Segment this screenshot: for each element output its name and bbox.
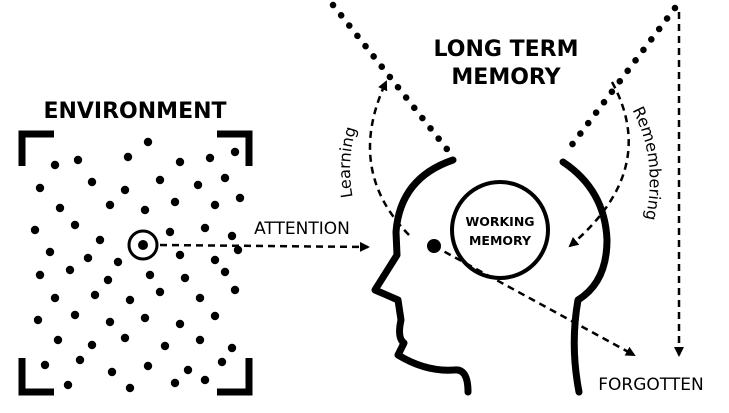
environment-dot	[63, 380, 73, 390]
environment-dot	[40, 360, 50, 370]
forgotten-label: FORGOTTEN	[598, 375, 703, 395]
environment-dot	[87, 340, 97, 350]
environment-dot	[165, 227, 175, 237]
environment-dot	[200, 375, 210, 385]
long-term-memory-beams	[329, 1, 679, 157]
environment-dot	[195, 335, 205, 345]
environment-dot	[183, 365, 193, 375]
environment-dot	[45, 247, 55, 257]
environment-dot	[175, 157, 185, 167]
environment-dot	[143, 137, 153, 147]
working-memory-label-line1: WORKING	[465, 214, 534, 229]
environment-dot	[205, 153, 215, 163]
focus-dot	[138, 240, 148, 250]
environment-dot	[170, 197, 180, 207]
environment-dot	[125, 383, 135, 393]
environment-dot	[210, 200, 220, 210]
environment-dot	[195, 293, 205, 303]
environment-dot	[35, 183, 45, 193]
environment-dot	[143, 361, 153, 371]
environment-dot	[200, 223, 210, 233]
environment-dot	[227, 343, 237, 353]
attention-arrow	[159, 241, 370, 252]
environment-dot	[155, 287, 165, 297]
forgotten-arrow-from-head	[433, 244, 636, 357]
environment-dot	[113, 257, 123, 267]
learning-arrow	[368, 80, 410, 236]
environment-dot	[235, 193, 245, 203]
remembering-label-path: Remembering	[629, 103, 665, 222]
environment-dot	[50, 160, 60, 170]
environment-dot	[217, 357, 227, 367]
environment-dot	[155, 175, 165, 185]
learning-label-path: Learning	[335, 124, 360, 199]
environment-dot	[160, 341, 170, 351]
working-memory-label-line2: MEMORY	[469, 233, 532, 248]
long-term-memory-label-line1: LONG TERM	[434, 37, 579, 62]
environment-dot	[75, 355, 85, 365]
environment-dot	[50, 293, 60, 303]
environment-dot	[170, 378, 180, 388]
environment-dots	[30, 137, 245, 393]
environment-dot	[90, 290, 100, 300]
frame-corner-bottom-right	[217, 358, 253, 396]
environment-dot	[55, 203, 65, 213]
working-memory-circle	[450, 180, 550, 280]
ltm-beam-left	[329, 1, 454, 157]
environment-dot	[73, 155, 83, 165]
ltm-beam-right	[564, 4, 679, 154]
environment-dot	[193, 180, 203, 190]
environment-dot	[105, 200, 115, 210]
environment-dot	[210, 311, 220, 321]
environment-dot	[230, 285, 240, 295]
attention-focus	[127, 229, 159, 261]
environment-dot	[175, 250, 185, 260]
environment-frame	[18, 130, 253, 396]
environment-dot	[120, 333, 130, 343]
environment-dot	[220, 267, 230, 277]
environment-dot	[125, 295, 135, 305]
head-outline	[371, 156, 611, 396]
environment-dot	[123, 152, 133, 162]
long-term-memory-label-line2: MEMORY	[451, 65, 561, 90]
environment-dot	[70, 220, 80, 230]
environment-dot	[30, 225, 40, 235]
environment-dot	[35, 270, 45, 280]
remembering-arrow	[568, 81, 630, 248]
environment-dot	[220, 173, 230, 183]
head-front-profile	[559, 158, 611, 396]
frame-corner-bottom-left	[18, 358, 54, 396]
environment-dot	[140, 205, 150, 215]
environment-dot	[210, 255, 220, 265]
environment-dot	[227, 231, 237, 241]
environment-dot	[145, 270, 155, 280]
environment-dot	[120, 185, 130, 195]
environment-dot	[140, 313, 150, 323]
environment-dot	[95, 235, 105, 245]
frame-corner-top-left	[18, 130, 54, 166]
environment-dot	[233, 245, 243, 255]
frame-corner-top-right	[217, 130, 253, 166]
environment-dot	[230, 147, 240, 157]
attention-label: ATTENTION	[254, 219, 350, 239]
environment-dot	[180, 273, 190, 283]
environment-dot	[65, 265, 75, 275]
remembering-label: Remembering	[629, 103, 665, 222]
head-back-profile	[371, 156, 472, 396]
environment-dot	[105, 317, 115, 327]
environment-dot	[70, 310, 80, 320]
environment-dot	[83, 253, 93, 263]
environment-dot	[103, 275, 113, 285]
environment-dot	[33, 315, 43, 325]
environment-dot	[87, 177, 97, 187]
environment-dot	[53, 335, 63, 345]
environment-dot	[175, 319, 185, 329]
environment-label: ENVIRONMENT	[43, 99, 226, 124]
learning-label: Learning	[335, 124, 360, 199]
environment-dot	[107, 367, 117, 377]
